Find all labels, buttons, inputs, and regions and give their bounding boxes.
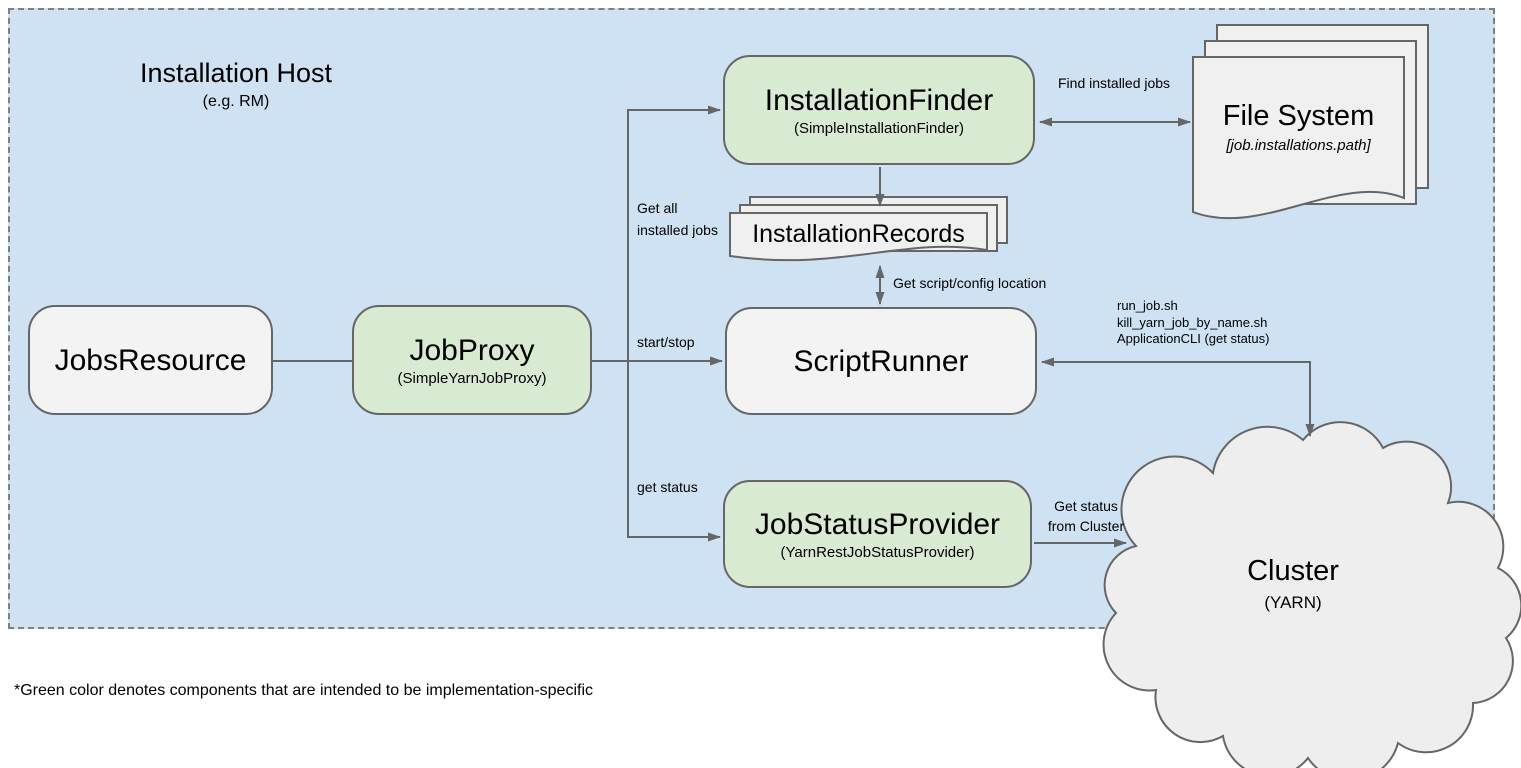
edge-jobproxy-installationfinder (627, 105, 721, 361)
node-jobs-resource: JobsResource (28, 305, 273, 415)
node-job-status-provider: JobStatusProvider (YarnRestJobStatusProv… (723, 480, 1032, 588)
jobs-resource-title: JobsResource (54, 343, 247, 377)
installation-records-shape (729, 196, 1008, 262)
job-status-provider-title: JobStatusProvider (754, 507, 1001, 541)
installation-host-subtitle: (e.g. RM) (202, 93, 270, 110)
job-proxy-title: JobProxy (409, 333, 535, 367)
installation-host-title-block: Installation Host (e.g. RM) (116, 58, 356, 111)
file-system-label-block: File System [job.installations.path] (1193, 100, 1404, 154)
file-system-shape (1192, 24, 1429, 220)
node-script-runner: ScriptRunner (725, 307, 1037, 415)
cluster-label-block: Cluster (YARN) (1193, 555, 1393, 613)
edge-label-get-all-installed-jobs-line1: Get all (637, 200, 678, 216)
node-installation-finder: InstallationFinder (SimpleInstallationFi… (723, 55, 1035, 165)
installation-records-label-block: InstallationRecords (730, 220, 987, 249)
edge-label-run-job-sh: run_job.sh (1117, 298, 1178, 313)
edge-jobproxy-jobstatusprovider (627, 361, 721, 542)
file-system-title: File System (1222, 100, 1375, 132)
edge-label-scripts: run_job.sh kill_yarn_job_by_name.sh Appl… (1117, 298, 1269, 348)
edge-label-get-status-from-cluster-line2: from Cluster (1047, 518, 1125, 534)
edge-label-get-script-config-location: Get script/config location (893, 275, 1047, 291)
edge-label-start-stop: start/stop (637, 334, 695, 350)
job-proxy-subtitle: (SimpleYarnJobProxy) (397, 369, 547, 387)
cluster-subtitle: (YARN) (1264, 593, 1322, 612)
footnote: *Green color denotes components that are… (14, 682, 594, 699)
edge-label-kill-yarn-job: kill_yarn_job_by_name.sh (1117, 314, 1268, 330)
edge-scriptrunner-cluster (1041, 357, 1315, 437)
installation-finder-title: InstallationFinder (764, 83, 994, 117)
edge-label-get-status-from-cluster: Get status from Cluster (1038, 496, 1134, 536)
installation-finder-subtitle: (SimpleInstallationFinder) (793, 119, 965, 137)
node-job-proxy: JobProxy (SimpleYarnJobProxy) (352, 305, 592, 415)
installation-records-title: InstallationRecords (752, 220, 965, 248)
edge-label-get-all-installed-jobs-line2: installed jobs (637, 222, 718, 238)
job-status-provider-subtitle: (YarnRestJobStatusProvider) (780, 543, 975, 561)
edge-label-get-status-from-cluster-line1: Get status (1054, 498, 1118, 514)
edge-label-get-status: get status (637, 479, 698, 495)
edge-label-application-cli: ApplicationCLI (get status) (1117, 331, 1270, 346)
edge-label-get-all-installed-jobs: Get all installed jobs (637, 197, 718, 241)
file-system-subtitle: [job.installations.path] (1226, 137, 1371, 154)
file-system-page-front (1192, 56, 1405, 220)
script-runner-title: ScriptRunner (793, 344, 969, 378)
cluster-title: Cluster (1247, 555, 1339, 587)
installation-records-page-front (729, 212, 988, 262)
installation-host-title: Installation Host (139, 58, 333, 88)
edge-label-find-installed-jobs: Find installed jobs (1058, 75, 1171, 91)
